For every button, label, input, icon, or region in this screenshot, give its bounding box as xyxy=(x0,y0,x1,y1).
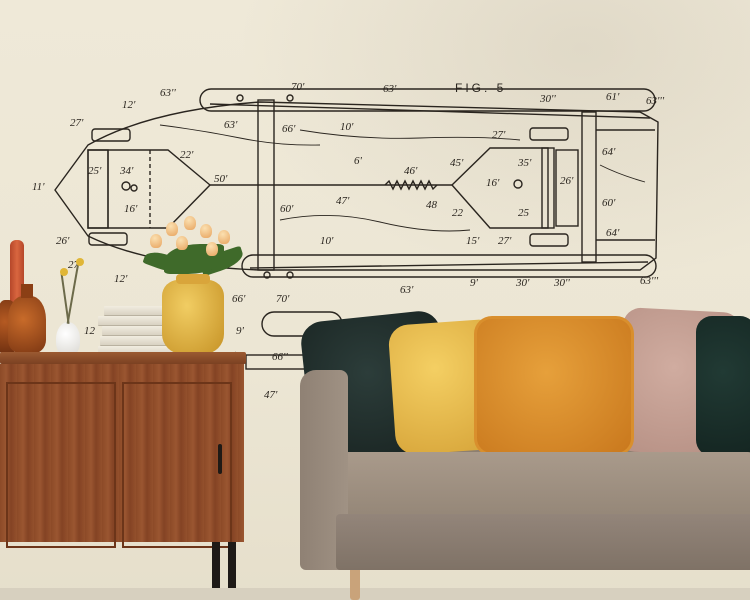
white-bud-vase xyxy=(56,322,80,356)
ref-label: 26' xyxy=(560,175,574,187)
tall-orange-vase xyxy=(10,240,24,312)
ref-label: 25 xyxy=(518,207,530,219)
ref-label: 15' xyxy=(466,235,480,247)
ref-label: 22' xyxy=(180,149,194,161)
tulip xyxy=(150,234,162,248)
book xyxy=(102,326,180,336)
ref-label: 61' xyxy=(606,91,620,103)
ref-label: 63' xyxy=(224,119,238,131)
figure-label: FIG. 5 xyxy=(455,81,506,95)
sideboard-door-left xyxy=(6,382,116,548)
yellow-bud xyxy=(60,268,68,276)
tulip xyxy=(200,224,212,238)
ref-label: 45' xyxy=(450,157,464,169)
book xyxy=(104,306,176,316)
sideboard-handle xyxy=(218,444,222,474)
ref-label: 64' xyxy=(602,146,616,158)
amber-vase xyxy=(8,284,46,354)
ref-label: 26' xyxy=(56,235,70,247)
ref-label: 50' xyxy=(214,173,228,185)
yellow-bud xyxy=(76,258,84,266)
ref-label: 63''' xyxy=(640,275,659,287)
tulip xyxy=(206,242,218,256)
tulip xyxy=(218,230,230,244)
ref-label: 16' xyxy=(124,203,138,215)
ref-label: 16' xyxy=(486,177,500,189)
yellow-vase xyxy=(162,274,224,354)
sideboard-leg xyxy=(228,542,236,590)
ref-label: 30'' xyxy=(539,93,556,105)
sideboard-leg xyxy=(212,542,220,590)
ref-label: 64' xyxy=(606,227,620,239)
ref-label: 66'' xyxy=(272,351,288,363)
sofa-leg xyxy=(350,570,360,600)
ref-label: 10' xyxy=(340,121,354,133)
orange-ruffled-pillow xyxy=(474,316,634,456)
ref-label: 6' xyxy=(354,155,363,167)
dark-green-pillow-right xyxy=(696,316,750,456)
ref-label: 46' xyxy=(404,165,418,177)
ref-label: 11' xyxy=(32,181,45,193)
sideboard-body xyxy=(0,364,244,548)
ref-label: 66' xyxy=(282,123,296,135)
seat-cushion xyxy=(656,452,750,516)
ref-label: 12 xyxy=(84,325,96,337)
ref-label: 63'' xyxy=(160,87,176,99)
ref-label: 27' xyxy=(492,129,506,141)
ref-label: 63''' xyxy=(646,95,665,107)
reference-numerals: 63'' 70' 63' 30'' 61' 63''' 12' 27' 63' … xyxy=(32,81,665,401)
ref-label: 63' xyxy=(400,284,414,296)
ref-label: 66' xyxy=(232,293,246,305)
ref-label: 10' xyxy=(320,235,334,247)
sideboard-top xyxy=(0,352,246,364)
ref-label: 9' xyxy=(236,325,245,337)
floor xyxy=(0,588,750,600)
ref-label: 27' xyxy=(70,117,84,129)
ref-label: 70' xyxy=(276,293,290,305)
sofa xyxy=(299,300,750,600)
book xyxy=(98,316,178,326)
seat-cushion xyxy=(336,452,666,516)
ref-label: 30'' xyxy=(553,277,570,289)
ref-label: 12' xyxy=(114,273,128,285)
ref-label: 60' xyxy=(602,197,616,209)
ref-label: 47' xyxy=(336,195,350,207)
wooden-sideboard xyxy=(0,352,246,590)
ref-label: 27' xyxy=(498,235,512,247)
sofa-base xyxy=(336,514,750,570)
ref-label: 12' xyxy=(122,99,136,111)
wall-shadow xyxy=(210,0,750,300)
tulip xyxy=(176,236,188,250)
sideboard-door-right xyxy=(122,382,232,548)
ref-label: 30' xyxy=(515,277,530,289)
ref-label: 70' xyxy=(291,81,305,93)
ref-label: 9' xyxy=(470,277,479,289)
tulip xyxy=(166,222,178,236)
ref-label: 48 xyxy=(426,199,438,211)
ref-label: 22 xyxy=(452,207,464,219)
ref-label: 47' xyxy=(264,389,278,401)
ref-label: 35' xyxy=(517,157,532,169)
ref-label: 25' xyxy=(88,165,102,177)
tulip xyxy=(184,216,196,230)
ref-label: 60' xyxy=(280,203,294,215)
ref-label: 63' xyxy=(383,83,397,95)
ref-label: 34' xyxy=(119,165,134,177)
book xyxy=(100,336,180,346)
tulip-bouquet xyxy=(140,214,250,290)
